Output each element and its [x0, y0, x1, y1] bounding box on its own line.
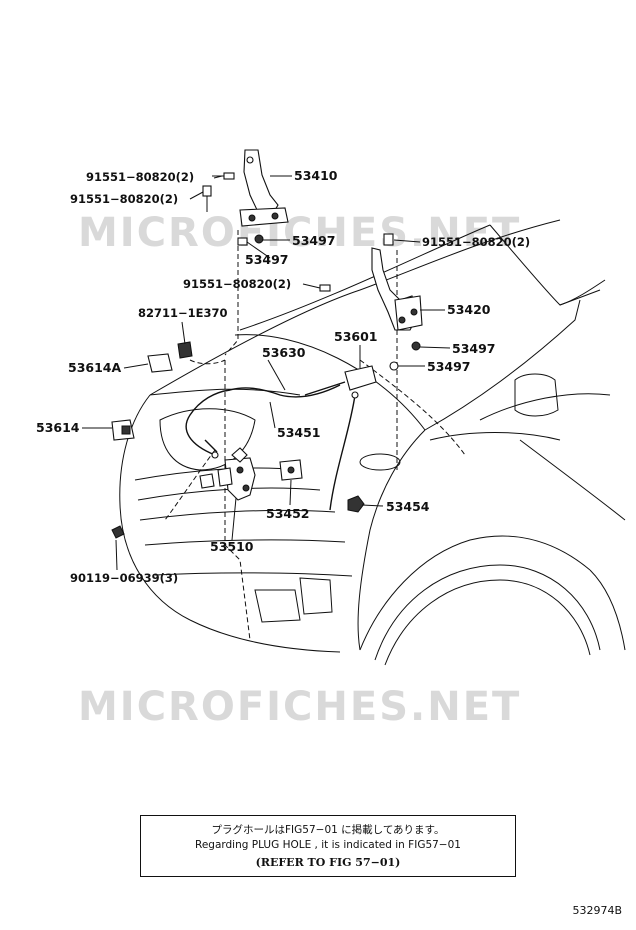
label-91551-a: 91551−80820(2) [86, 170, 194, 184]
note-english: Regarding PLUG HOLE , it is indicated in… [195, 839, 461, 851]
hood-support-holder [279, 459, 303, 481]
label-91551-c: 91551−80820(2) [422, 235, 530, 249]
label-53497-b: 53497 [245, 252, 289, 267]
label-53510: 53510 [210, 539, 254, 554]
label-53497-a: 53497 [292, 233, 336, 248]
screw-icon [111, 525, 125, 539]
bolt-icon [202, 172, 264, 246]
part-labels: 53410 91551−80820(2) 91551−80820(2) 5349… [36, 168, 530, 585]
hood-support-rod [304, 365, 377, 511]
leader-lines [82, 175, 451, 571]
label-53451: 53451 [277, 425, 321, 440]
hood-cushion [347, 495, 365, 513]
hood-hinge-right [319, 233, 423, 371]
label-53497-c: 53497 [452, 341, 496, 356]
label-91551-b: 91551−80820(2) [70, 192, 178, 206]
label-53497-d: 53497 [427, 359, 471, 374]
label-53452: 53452 [266, 506, 310, 521]
reference-note-box: プラグホールはFIG57−01 に掲載してあります。 Regarding PLU… [140, 815, 516, 877]
label-53614: 53614 [36, 420, 80, 435]
label-82711: 82711−1E370 [138, 306, 228, 320]
label-90119: 90119−06939(3) [70, 571, 178, 585]
label-53630: 53630 [262, 345, 306, 360]
label-91551-d: 91551−80820(2) [183, 277, 291, 291]
hood-release-bracket [111, 341, 215, 489]
note-reference: (REFER TO FIG 57−01) [255, 856, 401, 869]
watermark-bottom: MICROFICHES.NET [78, 684, 521, 730]
hood-hinge-left [239, 149, 289, 227]
note-japanese: プラグホールはFIG57−01 に掲載してあります。 [211, 824, 445, 836]
label-53601: 53601 [334, 329, 378, 344]
label-53454: 53454 [386, 499, 430, 514]
watermark-top: MICROFICHES.NET [78, 210, 521, 256]
hood-lock-control-cable [185, 384, 341, 459]
hood-lock [217, 447, 256, 501]
label-53410: 53410 [294, 168, 338, 183]
figure-code: 532974B [572, 904, 622, 917]
label-53614A: 53614A [68, 360, 121, 375]
label-53420: 53420 [447, 302, 491, 317]
